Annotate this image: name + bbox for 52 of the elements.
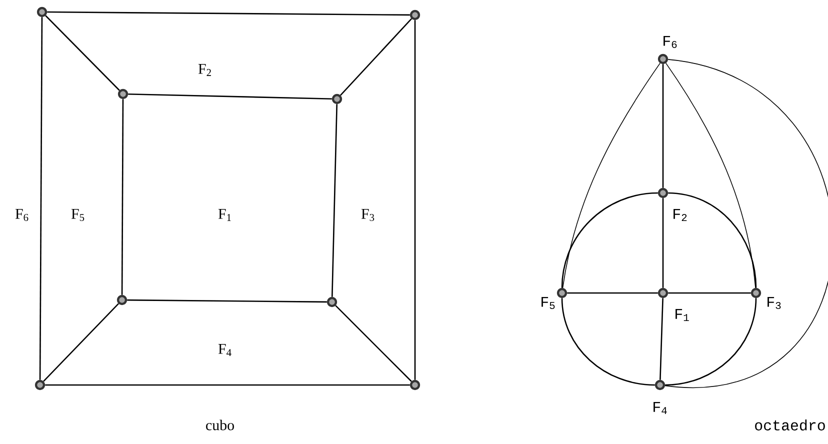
vertex-dot [750, 288, 762, 298]
face-label: F$_{3}$ [361, 208, 374, 222]
edge-line [662, 198, 664, 288]
vertex-dot [658, 188, 668, 198]
edge-line [567, 292, 658, 294]
edge-line [414, 20, 416, 380]
edge-line [45, 384, 410, 386]
face-label: F$_{1}$ [218, 209, 231, 221]
edge-line [128, 93, 332, 100]
vertex-label: F$_{6}$ [664, 36, 677, 48]
vertex-dot [332, 94, 342, 104]
vertex-label: F$_{1}$ [676, 309, 689, 321]
face-label: F$_{6}$ [15, 208, 28, 222]
edge-line [39, 17, 43, 380]
edge-line [121, 99, 124, 295]
vertex-label: F$_{4}$ [654, 402, 667, 414]
vertex-dot [116, 294, 128, 306]
edge-line [561, 192, 658, 288]
edge-line [668, 192, 757, 288]
face-label: F$_{5}$ [71, 208, 84, 222]
vertex-dot [326, 296, 338, 308]
edge-line [662, 64, 664, 188]
edge-line [660, 298, 664, 380]
edge-line [664, 59, 828, 387]
edge-line [335, 305, 412, 382]
vertex-label: F$_{5}$ [542, 296, 555, 310]
face-label: F$_{4}$ [218, 344, 232, 356]
edge-line [561, 298, 655, 386]
vertex-dot [36, 6, 48, 18]
edge-line [47, 11, 410, 16]
vertex-dot [34, 380, 46, 390]
vertex-dot [654, 380, 666, 390]
vertex-dot [410, 380, 420, 390]
caption: octaedro [755, 419, 825, 430]
edge-line [43, 303, 119, 382]
edge-line [331, 104, 338, 297]
vertex-dot [118, 88, 128, 100]
vertex-dot [556, 288, 568, 298]
edge-line [562, 62, 660, 288]
face-label: F$_{2}$ [198, 64, 211, 76]
vertex-dot [658, 288, 668, 298]
edge-line [45, 15, 120, 91]
vertex-dot [410, 10, 420, 20]
caption: cubo [206, 420, 234, 430]
vertex-label: F$_{2}$ [674, 209, 687, 221]
vertex-dot [658, 54, 668, 64]
edge-line [340, 18, 412, 96]
edge-line [666, 62, 756, 288]
vertex-label: F$_{3}$ [768, 296, 781, 310]
edge-line [668, 292, 751, 294]
edge-line [665, 298, 757, 386]
edge-line [127, 299, 327, 303]
